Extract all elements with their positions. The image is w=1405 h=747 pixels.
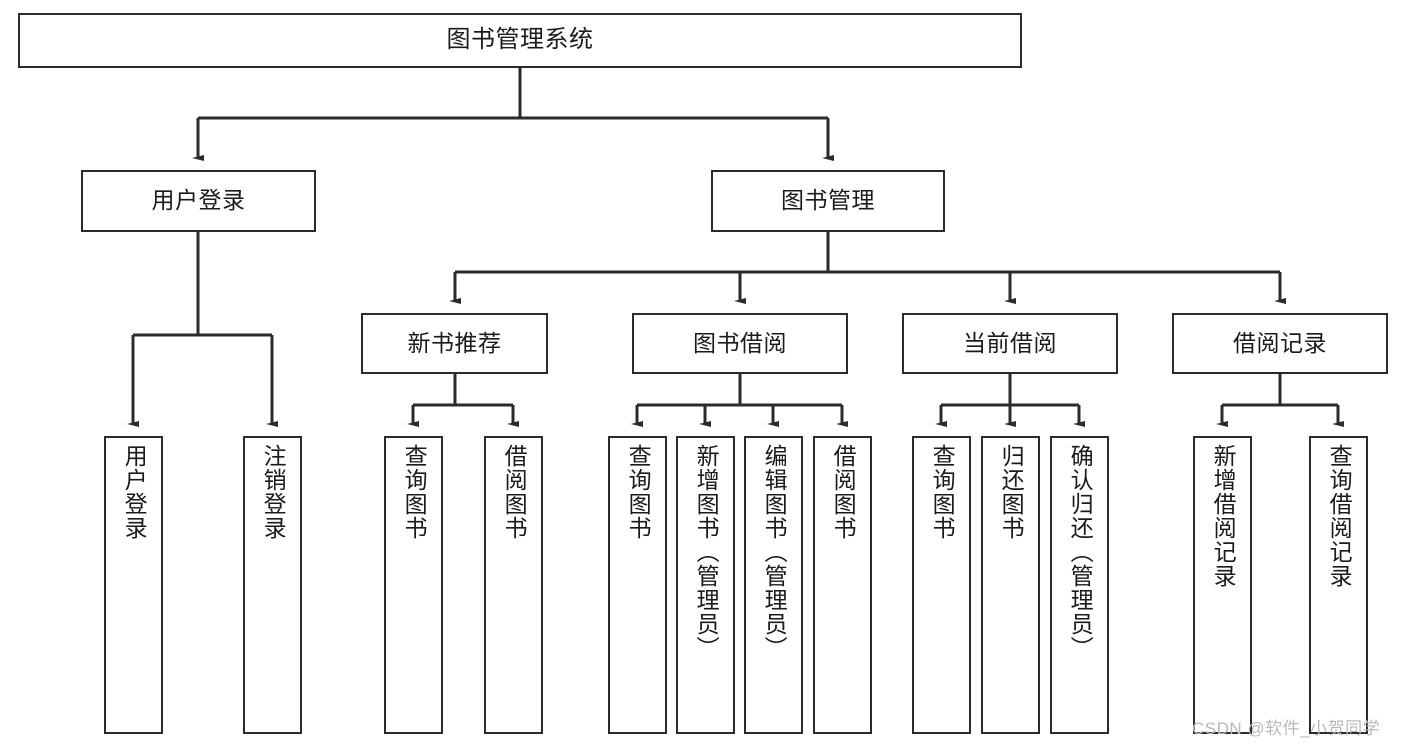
node-label: 用户登录: [151, 187, 246, 214]
node-label: 编辑图书（管理员）: [761, 444, 788, 660]
node-label: 查询借阅记录: [1326, 444, 1353, 588]
leaf-current-return-book[interactable]: 归还图书: [981, 436, 1040, 734]
leaf-records-query[interactable]: 查询借阅记录: [1309, 436, 1368, 734]
node-label: 查询图书: [401, 444, 428, 540]
leaf-user-login[interactable]: 用户登录: [104, 436, 163, 734]
node-label: 新增图书（管理员）: [693, 444, 720, 660]
node-label: 当前借阅: [963, 329, 1057, 356]
watermark-text: CSDN @软件_小贺同学: [1192, 719, 1381, 738]
node-label: 注销登录: [260, 444, 287, 540]
node-label: 查询图书: [625, 444, 652, 540]
node-current-borrow[interactable]: 当前借阅: [902, 313, 1118, 374]
node-label: 图书管理: [781, 187, 875, 214]
leaf-new-books-query[interactable]: 查询图书: [384, 436, 443, 734]
node-book-borrow[interactable]: 图书借阅: [632, 313, 848, 374]
leaf-current-confirm-return[interactable]: 确认归还（管理员）: [1050, 436, 1109, 734]
node-borrow-records[interactable]: 借阅记录: [1172, 313, 1388, 374]
node-label: 借阅图书: [830, 444, 857, 540]
node-label: 图书借阅: [693, 329, 787, 356]
node-user-login[interactable]: 用户登录: [81, 170, 316, 232]
leaf-borrow-borrow-book[interactable]: 借阅图书: [813, 436, 872, 734]
node-label: 用户登录: [121, 444, 148, 540]
node-label: 借阅记录: [1233, 329, 1327, 356]
leaf-borrow-edit-book[interactable]: 编辑图书（管理员）: [744, 436, 803, 734]
node-label: 归还图书: [998, 444, 1025, 540]
leaf-records-add[interactable]: 新增借阅记录: [1193, 436, 1252, 734]
node-label: 新书推荐: [407, 329, 502, 356]
node-label: 借阅图书: [501, 444, 528, 540]
leaf-logout[interactable]: 注销登录: [243, 436, 302, 734]
node-book-management[interactable]: 图书管理: [711, 170, 945, 232]
leaf-current-query-book[interactable]: 查询图书: [912, 436, 971, 734]
node-new-book-recommend[interactable]: 新书推荐: [361, 313, 548, 374]
leaf-borrow-query-book[interactable]: 查询图书: [608, 436, 667, 734]
node-label: 图书管理系统: [446, 26, 594, 54]
node-label: 新增借阅记录: [1210, 444, 1237, 588]
leaf-new-books-borrow[interactable]: 借阅图书: [484, 436, 543, 734]
leaf-borrow-add-book[interactable]: 新增图书（管理员）: [676, 436, 735, 734]
node-root-system[interactable]: 图书管理系统: [18, 13, 1022, 68]
node-label: 确认归还（管理员）: [1067, 444, 1094, 660]
node-label: 查询图书: [929, 444, 956, 540]
